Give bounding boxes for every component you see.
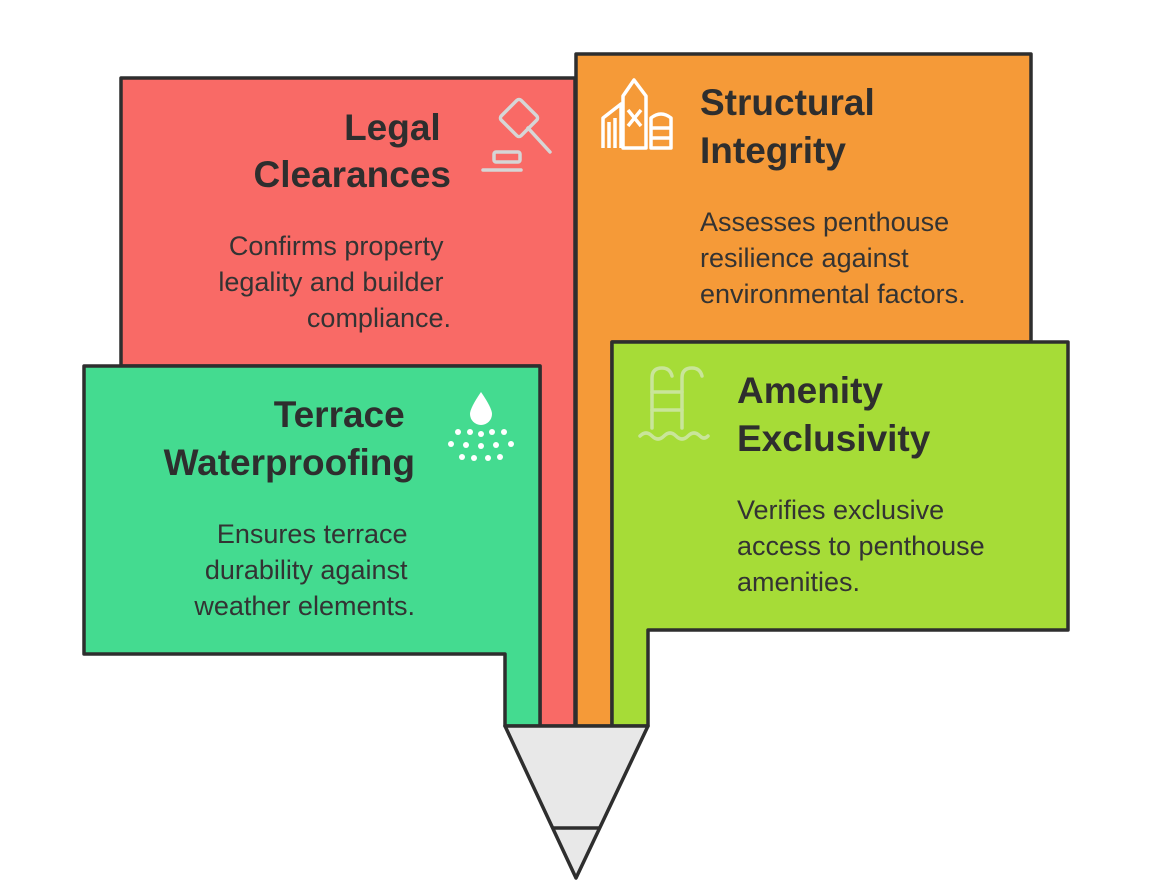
svg-text:Amenity Exclusivity: Amenity Exclusivity (737, 370, 931, 459)
buildings-icon (601, 78, 673, 150)
water-sprinkler-icon (448, 392, 514, 461)
svg-text:Structural Integrity: Structural Integrity (700, 82, 885, 171)
svg-text:Verifies exclusive acces: Verifies exclusive access to penthouse a… (737, 495, 992, 597)
card-terrace-title-line-2: Waterproofing (164, 442, 415, 483)
card-legal-title-line-2: Clearances (254, 154, 451, 195)
card-terrace-desc-line-3: weather elements. (193, 591, 415, 621)
svg-text:Legal Clearances: Legal Clearances (254, 107, 451, 195)
card-terrace-waterproofing: Terrace Waterproofing Ensures terrace du… (82, 364, 542, 728)
card-legal-clearances: Legal Clearances Confirms property legal… (119, 76, 577, 728)
card-amenity-title-line-1: Amenity (737, 370, 883, 411)
gavel-icon (481, 97, 552, 172)
card-structural-desc-line-1: Assesses penthouse (700, 207, 949, 237)
svg-text:Ensures terrace durabili: Ensures terrace durability against weath… (193, 519, 415, 621)
card-amenity-exclusivity: Amenity Exclusivity Verifies exclusive a… (610, 340, 1070, 728)
card-amenity-desc-line-1: Verifies exclusive (737, 495, 944, 525)
card-amenity-desc-line-2: access to penthouse (737, 531, 985, 561)
card-terrace-desc-line-2: durability against (205, 555, 408, 585)
card-amenity-desc-line-3: amenities. (737, 567, 860, 597)
svg-text:Assesses penthouse resil: Assesses penthouse resilience against en… (700, 207, 966, 309)
svg-text:Terrace Waterproofing: Terrace Waterproofing (164, 394, 415, 483)
svg-text:Confirms property legali: Confirms property legality and builder c… (218, 231, 451, 333)
card-structural-desc-line-2: resilience against (700, 243, 909, 273)
card-legal-desc-line-1: Confirms property (229, 231, 444, 261)
card-terrace-desc-line-1: Ensures terrace (217, 519, 408, 549)
card-legal-title-line-1: Legal (344, 107, 441, 148)
card-structural-title-line-2: Integrity (700, 130, 846, 171)
funnel (503, 724, 650, 880)
card-terrace-title-line-1: Terrace (274, 394, 405, 435)
card-structural-desc-line-3: environmental factors. (700, 279, 966, 309)
card-amenity-title-line-2: Exclusivity (737, 418, 931, 459)
funnel-body (503, 724, 650, 880)
pool-ladder-icon (638, 366, 710, 441)
card-legal-desc-line-2: legality and builder (218, 267, 443, 297)
card-legal-desc-line-3: compliance. (307, 303, 451, 333)
card-structural-title-line-1: Structural (700, 82, 875, 123)
